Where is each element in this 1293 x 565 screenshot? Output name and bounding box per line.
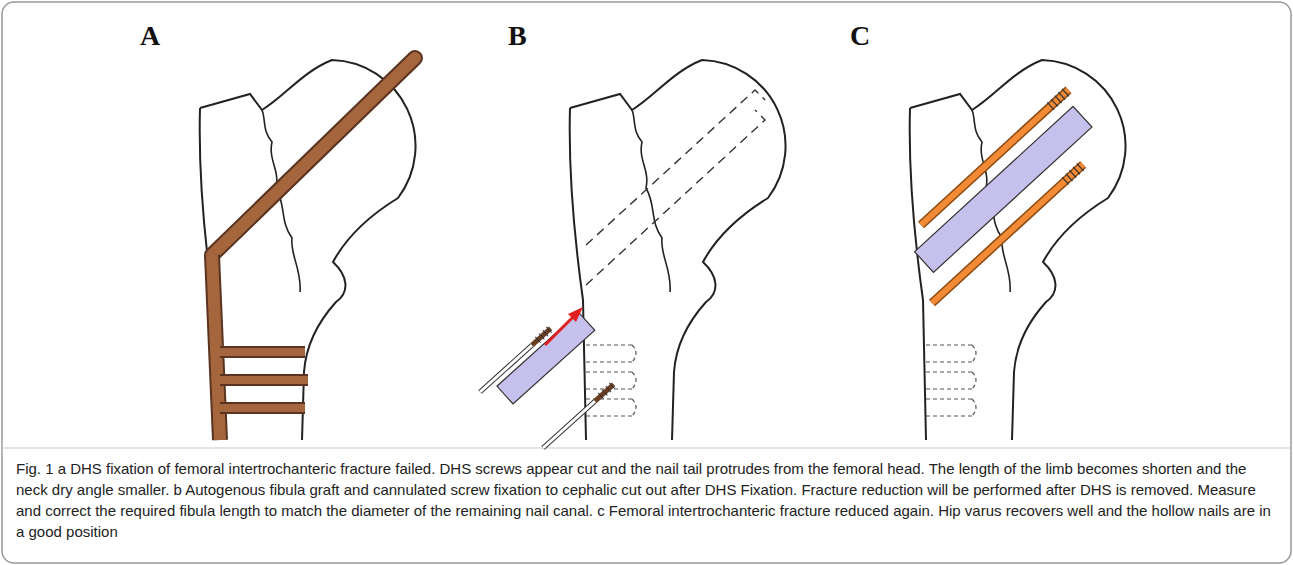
panel-letter: C	[850, 22, 870, 50]
graft-and-screws	[477, 307, 616, 451]
panel-letter: A	[140, 22, 160, 50]
panel-letter: B	[508, 22, 527, 50]
figure-caption: Fig. 1 a DHS fixation of femoral intertr…	[16, 458, 1274, 542]
dhs-implant	[212, 58, 415, 440]
